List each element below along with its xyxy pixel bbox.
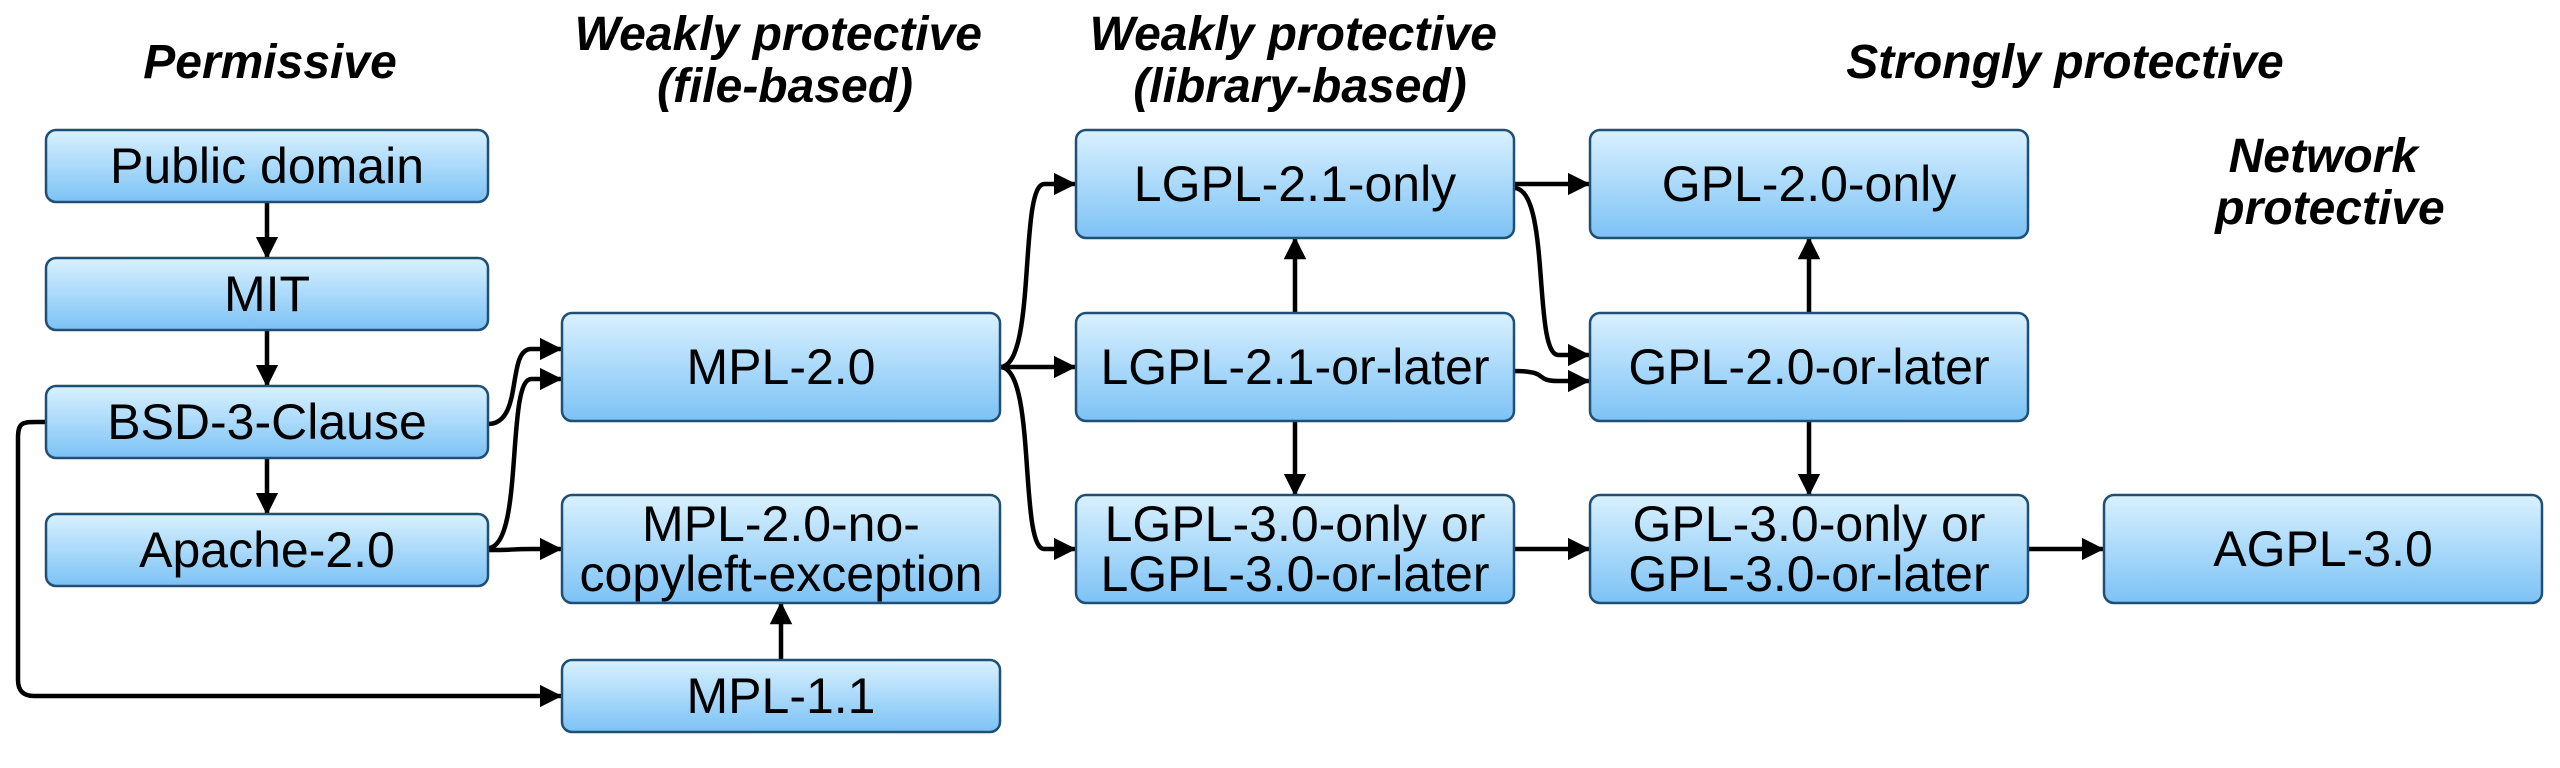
node-lgpl21-later: LGPL-2.1-or-later: [1074, 311, 1516, 423]
edges: [15, 172, 2105, 708]
heading-weak-library-line-2: (library-based): [1133, 60, 1466, 113]
heading-network-line-1: Network: [2229, 130, 2421, 183]
node-label: MIT: [224, 266, 310, 322]
node-mpl2: MPL-2.0: [560, 311, 1002, 423]
node-mit: MIT: [44, 256, 490, 332]
heading-network-protective: Network protective: [2213, 130, 2444, 235]
node-mpl2-ncl: MPL-2.0-no-copyleft-exception: [560, 493, 1002, 605]
column-headings: Permissive Weakly protective (file-based…: [143, 8, 2444, 235]
heading-network-line-2: protective: [2213, 182, 2444, 235]
node-box: [1074, 128, 1516, 240]
node-label: MPL-2.0-no-: [642, 496, 920, 552]
edge-lgpl21-only-to-gpl2-later: [1511, 185, 1591, 367]
heading-weakly-protective-library-based: Weakly protective (library-based): [1090, 8, 1511, 113]
edge-mpl2-to-lgpl3: [997, 364, 1077, 561]
node-label: BSD-3-Clause: [107, 394, 427, 450]
node-apache2: Apache-2.0: [44, 512, 490, 588]
edge-mpl2-to-lgpl21-only: [997, 172, 1077, 370]
node-label: LGPL-2.1-only: [1134, 156, 1456, 212]
node-label: LGPL-3.0-only or: [1105, 496, 1486, 552]
edge-apache2-to-mpl2-ncl: [485, 537, 563, 561]
node-label: MPL-2.0: [687, 339, 876, 395]
node-public-domain: Public domain: [44, 128, 490, 204]
node-label: LGPL-2.1-or-later: [1100, 339, 1489, 395]
node-box: [1588, 493, 2030, 605]
edge-apache2-to-mpl2: [485, 367, 563, 551]
node-box: [560, 311, 1002, 423]
node-agpl3: AGPL-3.0: [2102, 493, 2544, 605]
node-box: [44, 256, 490, 332]
node-box: [1588, 128, 2030, 240]
heading-weakly-protective-file-based: Weakly protective (file-based): [575, 8, 996, 113]
heading-permissive: Permissive: [143, 36, 397, 89]
edge-bsd3-to-mpl2: [485, 337, 563, 427]
node-label: copyleft-exception: [579, 546, 982, 602]
node-label: GPL-3.0-only or: [1633, 496, 1986, 552]
node-label: MPL-1.1: [687, 668, 876, 724]
node-label: LGPL-3.0-or-later: [1100, 546, 1489, 602]
node-box: [2102, 493, 2544, 605]
heading-weak-file-line-1: Weakly protective: [575, 8, 982, 61]
edge-lgpl21-later-to-gpl2-later: [1511, 368, 1591, 393]
node-bsd3: BSD-3-Clause: [44, 384, 490, 460]
node-label: GPL-2.0-or-later: [1628, 339, 1989, 395]
license-nodes: Public domainMITBSD-3-ClauseApache-2.0MP…: [44, 128, 2544, 734]
node-box: [1074, 311, 1516, 423]
node-label: Apache-2.0: [139, 522, 395, 578]
node-gpl2-only: GPL-2.0-only: [1588, 128, 2030, 240]
heading-strongly-protective: Strongly protective: [1846, 36, 2283, 89]
node-box: [44, 384, 490, 460]
node-mpl11: MPL-1.1: [560, 658, 1002, 734]
node-label: Public domain: [110, 138, 424, 194]
node-box: [560, 658, 1002, 734]
edge-bsd3-to-mpl11: [15, 419, 563, 708]
node-box: [560, 493, 1002, 605]
heading-weak-file-line-2: (file-based): [657, 60, 913, 113]
node-box: [1074, 493, 1516, 605]
node-label: AGPL-3.0: [2213, 521, 2433, 577]
heading-weak-library-line-1: Weakly protective: [1090, 8, 1497, 61]
node-box: [44, 512, 490, 588]
node-lgpl21-only: LGPL-2.1-only: [1074, 128, 1516, 240]
node-box: [44, 128, 490, 204]
node-box: [1588, 311, 2030, 423]
node-label: GPL-2.0-only: [1662, 156, 1957, 212]
node-label: GPL-3.0-or-later: [1628, 546, 1989, 602]
node-gpl2-later: GPL-2.0-or-later: [1588, 311, 2030, 423]
